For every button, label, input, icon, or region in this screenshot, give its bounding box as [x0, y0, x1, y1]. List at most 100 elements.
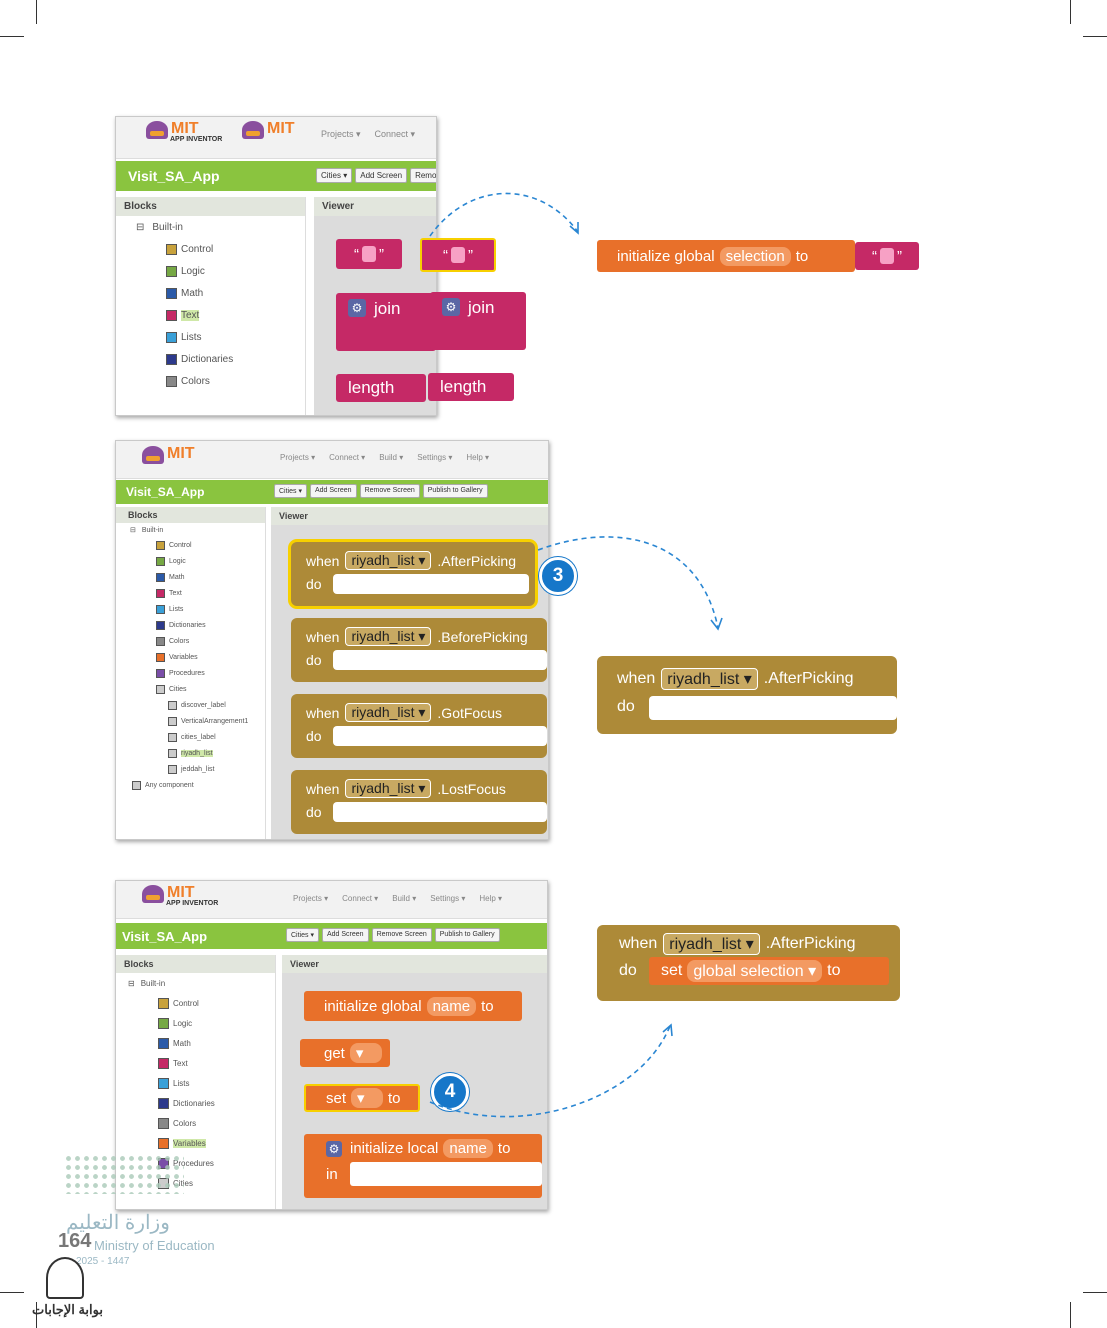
- menu-connect[interactable]: Connect ▾: [342, 894, 379, 903]
- tree-item-text[interactable]: Text: [116, 1053, 275, 1073]
- gear-icon[interactable]: ⚙: [442, 298, 460, 316]
- menu-projects[interactable]: Projects ▾: [280, 453, 316, 462]
- tree-item-any-component[interactable]: Any component: [116, 777, 265, 793]
- component-dropdown[interactable]: riyadh_list ▾: [345, 551, 432, 570]
- tree-item-colors[interactable]: Colors: [116, 633, 265, 649]
- tree-item-control[interactable]: Control: [116, 537, 265, 553]
- tree-item-text[interactable]: Text: [116, 585, 265, 601]
- menu-build[interactable]: Build ▾: [379, 453, 404, 462]
- variable-dropdown[interactable]: ▾: [351, 1088, 384, 1108]
- tree-item-variables[interactable]: Variables: [116, 1133, 275, 1153]
- initialize-local-block[interactable]: ⚙ initialize local name to in: [304, 1134, 542, 1198]
- get-variable-block[interactable]: get ▾: [300, 1039, 390, 1067]
- length-block[interactable]: length: [428, 373, 514, 401]
- project-buttons: Cities ▾ Add Screen Remove Screen Publis…: [286, 928, 500, 942]
- publish-gallery-button[interactable]: Publish to Gallery: [422, 484, 488, 498]
- tree-root[interactable]: ⊟ Built-in: [136, 221, 183, 233]
- remove-screen-button[interactable]: Remove Screen: [371, 928, 432, 942]
- length-block[interactable]: length: [336, 374, 426, 402]
- menu-connect[interactable]: Connect ▾: [329, 453, 366, 462]
- tree-item-math[interactable]: Math: [116, 569, 265, 585]
- tree-item-lists[interactable]: Lists: [116, 326, 305, 348]
- variable-name-field[interactable]: name: [426, 996, 477, 1016]
- join-block[interactable]: ⚙join: [336, 293, 436, 351]
- join-block[interactable]: ⚙join: [430, 292, 526, 350]
- cities-dropdown[interactable]: Cities ▾: [274, 484, 307, 498]
- menu-projects[interactable]: Projects ▾: [293, 894, 329, 903]
- cities-dropdown[interactable]: Cities ▾: [316, 168, 353, 183]
- after-picking-event-block[interactable]: when riyadh_list ▾ .AfterPicking do: [597, 656, 897, 734]
- tree-item-cities-label[interactable]: cities_label: [116, 729, 265, 745]
- gear-icon[interactable]: ⚙: [348, 299, 366, 317]
- menu-settings[interactable]: Settings ▾: [430, 894, 466, 903]
- tree-item-dictionaries[interactable]: Dictionaries: [116, 348, 305, 370]
- menu-projects[interactable]: Projects ▾: [321, 129, 361, 139]
- text-string-block[interactable]: “”: [336, 239, 402, 269]
- menu-help[interactable]: Help ▾: [466, 453, 490, 462]
- tree-item-control[interactable]: Control: [116, 238, 305, 260]
- set-global-selection-block[interactable]: set global selection ▾ to: [649, 957, 889, 985]
- tree-item-dictionaries[interactable]: Dictionaries: [116, 617, 265, 633]
- component-dropdown[interactable]: riyadh_list ▾: [663, 933, 760, 955]
- viewer-header: Viewer: [271, 507, 548, 525]
- tree-item-jeddah-list[interactable]: jeddah_list: [116, 761, 265, 777]
- tree-item-cities[interactable]: Cities: [116, 681, 265, 697]
- initialize-global-name-block[interactable]: initialize global name to: [304, 991, 522, 1021]
- add-screen-button[interactable]: Add Screen: [355, 168, 408, 183]
- app-title: Visit_SA_App: [126, 485, 205, 499]
- text-string-block[interactable]: “”: [855, 242, 919, 270]
- gear-icon[interactable]: ⚙: [326, 1140, 342, 1157]
- menu-help[interactable]: Help ▾: [479, 894, 503, 903]
- tree-item-math[interactable]: Math: [116, 282, 305, 304]
- tree-item-logic[interactable]: Logic: [116, 1013, 275, 1033]
- component-dropdown[interactable]: riyadh_list ▾: [661, 668, 758, 690]
- variable-dropdown[interactable]: global selection ▾: [687, 960, 823, 982]
- tree-item-math[interactable]: Math: [116, 1033, 275, 1053]
- tree-item-lists[interactable]: Lists: [116, 1073, 275, 1093]
- set-variable-block[interactable]: set ▾ to: [304, 1084, 420, 1112]
- project-bar: Visit_SA_App Cities ▾ Add Screen Remove …: [116, 161, 436, 191]
- variable-name-field[interactable]: name: [443, 1139, 493, 1158]
- menu-build[interactable]: Build ▾: [392, 894, 417, 903]
- initialize-global-selection-block[interactable]: initialize global selection to: [597, 240, 855, 272]
- text-string-block[interactable]: “”: [420, 238, 496, 272]
- collapse-icon[interactable]: ⊟: [136, 221, 145, 233]
- component-dropdown[interactable]: riyadh_list ▾: [345, 779, 432, 798]
- cities-dropdown[interactable]: Cities ▾: [286, 928, 319, 942]
- collapse-icon[interactable]: ⊟: [130, 527, 136, 534]
- tree-item-colors[interactable]: Colors: [116, 1113, 275, 1133]
- remove-screen-button[interactable]: Remove Screen: [410, 168, 436, 183]
- tree-item-logic[interactable]: Logic: [116, 260, 305, 282]
- variable-name-field[interactable]: selection: [719, 246, 791, 266]
- tree-item-procedures[interactable]: Procedures: [116, 665, 265, 681]
- tree-root[interactable]: ⊟ Built-in: [130, 526, 164, 535]
- tree-item-discover-label[interactable]: discover_label: [116, 697, 265, 713]
- tree-item-logic[interactable]: Logic: [116, 553, 265, 569]
- variable-dropdown[interactable]: ▾: [349, 1043, 382, 1063]
- top-bar: MIT APP INVENTOR MIT Projects ▾ Connect …: [116, 117, 436, 159]
- tree-item-variables[interactable]: Variables: [116, 649, 265, 665]
- menu-connect[interactable]: Connect ▾: [374, 129, 416, 139]
- add-screen-button[interactable]: Add Screen: [321, 928, 369, 942]
- component-dropdown[interactable]: riyadh_list ▾: [345, 703, 432, 722]
- add-screen-button[interactable]: Add Screen: [309, 484, 357, 498]
- tree-item-verticalarrangement1[interactable]: VerticalArrangement1: [116, 713, 265, 729]
- component-dropdown[interactable]: riyadh_list ▾: [345, 627, 432, 646]
- after-picking-set-block[interactable]: when riyadh_list ▾ .AfterPicking do set …: [597, 925, 900, 1001]
- menu-settings[interactable]: Settings ▾: [417, 453, 453, 462]
- collapse-icon[interactable]: ⊟: [128, 978, 135, 988]
- tree-item-dictionaries[interactable]: Dictionaries: [116, 1093, 275, 1113]
- tree-item-lists[interactable]: Lists: [116, 601, 265, 617]
- tree-item-control[interactable]: Control: [116, 993, 275, 1013]
- tree-root[interactable]: ⊟ Built-in: [128, 978, 166, 988]
- tree-item-text[interactable]: Text: [116, 304, 305, 326]
- tree-item-colors[interactable]: Colors: [116, 370, 305, 392]
- top-bar: MIT Projects ▾ Connect ▾ Build ▾ Setting…: [116, 441, 548, 479]
- publish-gallery-button[interactable]: Publish to Gallery: [434, 928, 500, 942]
- tree-item-riyadh-list[interactable]: riyadh_list: [116, 745, 265, 761]
- remove-screen-button[interactable]: Remove Screen: [359, 484, 420, 498]
